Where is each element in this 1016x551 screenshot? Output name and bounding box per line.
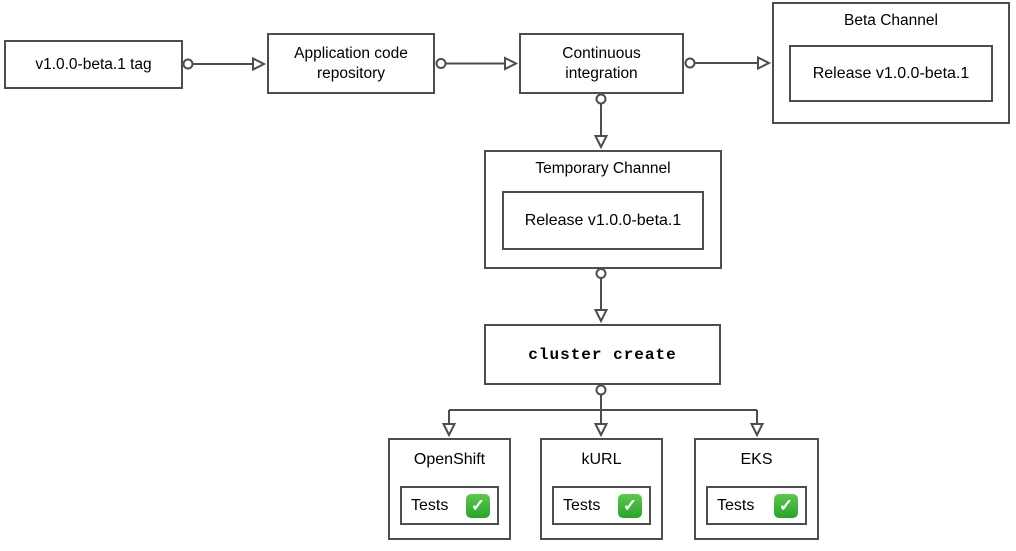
version-tag-label: v1.0.0-beta.1 tag [35,55,152,73]
cluster-openshift-title: OpenShift [413,451,486,468]
arrow-cluster-create-branch [441,384,765,438]
temporary-channel-release-box: Release v1.0.0-beta.1 [502,191,704,250]
kurl-tests-label: Tests [563,496,601,514]
cluster-eks-title: EKS [740,451,773,468]
kurl-tests-pass-check-icon: ✓ [618,493,642,518]
eks-tests-box: Tests ✓ [706,486,807,525]
node-cluster-openshift: OpenShift Tests ✓ [388,438,511,540]
beta-channel-release-label: Release v1.0.0-beta.1 [812,64,970,82]
cluster-create-label: cluster create [528,345,677,364]
arrow-repo-to-ci [435,56,519,71]
beta-channel-release-box: Release v1.0.0-beta.1 [789,45,993,102]
eks-tests-label: Tests [717,496,755,514]
node-beta-channel: Beta Channel Release v1.0.0-beta.1 [772,2,1010,124]
node-cluster-eks: EKS Tests ✓ [694,438,819,540]
continuous-integration-label: Continuous integration [562,45,641,82]
app-code-repository-label: Application code repository [294,45,408,82]
openshift-tests-pass-check-icon: ✓ [466,493,490,518]
openshift-tests-box: Tests ✓ [400,486,499,525]
temporary-channel-title: Temporary Channel [535,160,671,177]
temporary-channel-release-label: Release v1.0.0-beta.1 [524,211,682,229]
node-cluster-create: cluster create [484,324,721,385]
arrow-temp-channel-to-cluster-create [593,268,609,324]
node-version-tag: v1.0.0-beta.1 tag [4,40,183,89]
kurl-tests-box: Tests ✓ [552,486,651,525]
beta-channel-title: Beta Channel [844,12,938,29]
eks-tests-pass-check-icon: ✓ [774,493,798,518]
cluster-kurl-title: kURL [581,451,622,468]
openshift-tests-label: Tests [411,496,449,514]
node-continuous-integration: Continuous integration [519,33,684,94]
arrow-tag-to-repo [182,56,267,72]
node-app-code-repository: Application code repository [267,33,435,94]
node-temporary-channel: Temporary Channel Release v1.0.0-beta.1 [484,150,722,269]
arrow-ci-to-beta-channel [684,55,772,71]
arrow-ci-to-temp-channel [593,93,609,150]
node-cluster-kurl: kURL Tests ✓ [540,438,663,540]
